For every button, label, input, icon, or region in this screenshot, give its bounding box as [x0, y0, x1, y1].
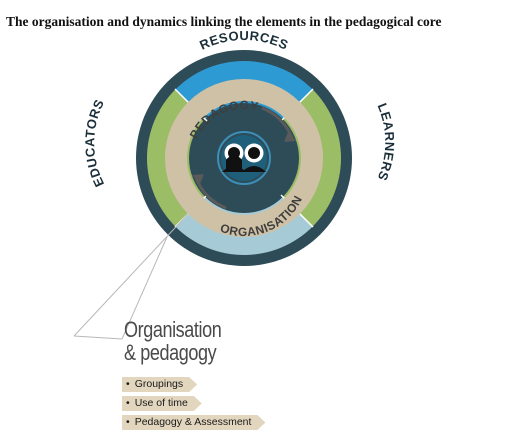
resources-label: RESOURCES	[197, 28, 291, 53]
page-title: The organisation and dynamics linking th…	[6, 14, 442, 29]
tag-use-of-time: • Use of time	[122, 396, 202, 411]
bullet-icon: •	[126, 397, 130, 409]
tag-groupings: • Groupings	[122, 377, 197, 392]
tag-pedagogy-assessment: • Pedagogy & Assessment	[122, 415, 265, 430]
cycle-arrows	[194, 106, 294, 210]
tag-label: Pedagogy & Assessment	[134, 416, 252, 428]
callout-title: Organisation & pedagogy	[124, 317, 222, 365]
bullet-icon: •	[126, 416, 130, 428]
callout-title-line2: & pedagogy	[124, 340, 217, 365]
arrowhead-left-icon	[192, 174, 204, 184]
pedagogy-organisation-ring	[165, 79, 323, 237]
learners-label: LEARNERS	[375, 101, 398, 183]
bullet-icon: •	[126, 378, 130, 390]
callout-title-line1: Organisation	[124, 317, 222, 342]
center-halo	[217, 131, 271, 185]
educators-label: EDUCATORS	[82, 97, 107, 190]
tag-label: Use of time	[134, 397, 188, 409]
arrow-top-right-icon	[261, 106, 294, 139]
arrow-bottom-left-icon	[194, 177, 227, 210]
tag-label: Groupings	[134, 378, 184, 390]
two-people-icon	[222, 143, 266, 172]
callout-pointer	[73, 213, 189, 340]
arrowhead-right-icon	[284, 132, 296, 142]
